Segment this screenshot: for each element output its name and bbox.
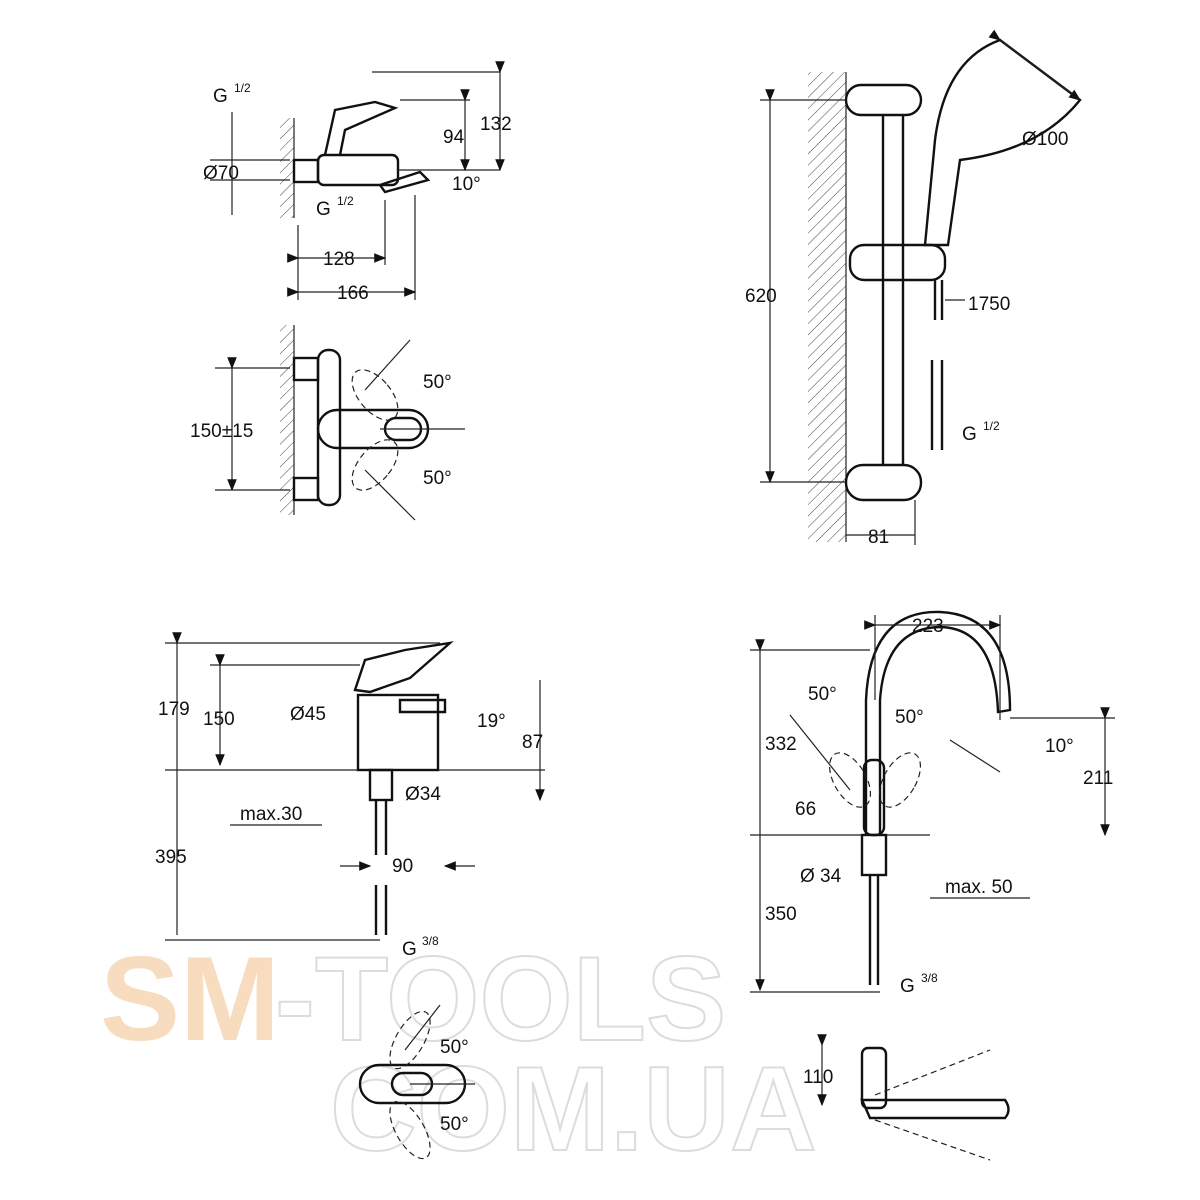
shower-rail-head-diameter-label: Ø100 — [1022, 129, 1068, 150]
bath-mixer-side-thread2-label: G — [316, 199, 331, 220]
basin-mixer-thread-label: G — [402, 939, 417, 960]
bath-mixer-side-thread2-frac-label: 1/2 — [337, 194, 354, 208]
basin-mixer-angle-bottom-label: 50° — [440, 1114, 469, 1135]
basin-mixer-h87-label: 87 — [522, 732, 543, 753]
bath-mixer-side-h94-label: 94 — [443, 127, 465, 148]
watermark-accent: SM — [100, 932, 280, 1066]
bath-mixer-side-thread-frac-label: 1/2 — [234, 81, 251, 95]
bath-mixer-side-angle-label: 10° — [452, 174, 481, 195]
bath-mixer-top-view: 150±15 50° 50° — [190, 325, 465, 521]
sink-mixer-diameter34-label: Ø 34 — [800, 866, 842, 887]
sink-mixer-thread-frac-label: 3/8 — [921, 971, 938, 985]
bath-mixer-top-spacing-label: 150±15 — [190, 421, 253, 442]
watermark-rest: -TOOLS — [275, 932, 726, 1066]
sink-mixer-angle-spout-label: 10° — [1045, 736, 1074, 757]
basin-mixer-thread-frac-label: 3/8 — [422, 934, 439, 948]
sink-mixer-h350-label: 350 — [765, 904, 797, 925]
basin-mixer-w90-label: 90 — [392, 856, 413, 877]
sink-mixer-h211-label: 211 — [1083, 768, 1113, 789]
watermark-domain: COM.UA — [330, 1042, 817, 1176]
shower-rail-hose-label: 1750 — [968, 294, 1010, 315]
bath-mixer-side-w166-label: 166 — [337, 283, 369, 304]
watermark: SM -TOOLS COM.UA — [100, 931, 818, 1177]
bath-mixer-top-angle-top-label: 50° — [423, 372, 452, 393]
sink-mixer-h332-label: 332 — [765, 734, 797, 755]
sink-mixer-w223-label: 223 — [912, 616, 944, 637]
basin-mixer-diameter45-label: Ø45 — [290, 704, 326, 725]
bath-mixer-side-view: G 1/2 Ø70 94 132 10° G 1/2 128 166 — [203, 61, 512, 304]
bath-mixer-top-angle-bottom-label: 50° — [423, 468, 452, 489]
sink-mixer: 223 332 50° 50° 10° 211 66 Ø 34 max. 50 … — [750, 610, 1115, 1161]
bath-mixer-side-thread-label: G — [213, 86, 228, 107]
basin-mixer-h395-label: 395 — [155, 847, 187, 868]
basin-mixer-angle-label: 19° — [477, 711, 506, 732]
sink-mixer-w66-label: 66 — [795, 799, 816, 820]
basin-mixer-diameter34-label: Ø34 — [405, 784, 441, 805]
basin-mixer-max30-label: max.30 — [240, 804, 302, 825]
basin-mixer: 179 150 Ø45 19° 87 Ø34 max.30 395 90 G 3/… — [155, 632, 545, 1160]
sink-mixer-thread-label: G — [900, 976, 915, 997]
shower-rail-length-label: 620 — [745, 286, 777, 307]
sink-mixer-h110-label: 110 — [803, 1067, 833, 1088]
shower-rail-thread-label: G — [962, 424, 977, 445]
bath-mixer-side-w128-label: 128 — [323, 249, 355, 270]
sink-mixer-max50-label: max. 50 — [945, 877, 1013, 898]
sink-mixer-angle-right-label: 50° — [895, 707, 924, 728]
sink-mixer-angle-left-label: 50° — [808, 684, 837, 705]
shower-rail-set: 620 Ø100 1750 G 1/2 81 — [745, 29, 1082, 548]
bath-mixer-side-diameter-label: Ø70 — [203, 163, 239, 184]
bath-mixer-side-h132-label: 132 — [480, 114, 512, 135]
basin-mixer-h179-label: 179 — [158, 699, 190, 720]
basin-mixer-angle-top-label: 50° — [440, 1037, 469, 1058]
basin-mixer-h150-label: 150 — [203, 709, 235, 730]
shower-rail-depth-label: 81 — [868, 527, 889, 548]
shower-rail-thread-frac-label: 1/2 — [983, 419, 1000, 433]
